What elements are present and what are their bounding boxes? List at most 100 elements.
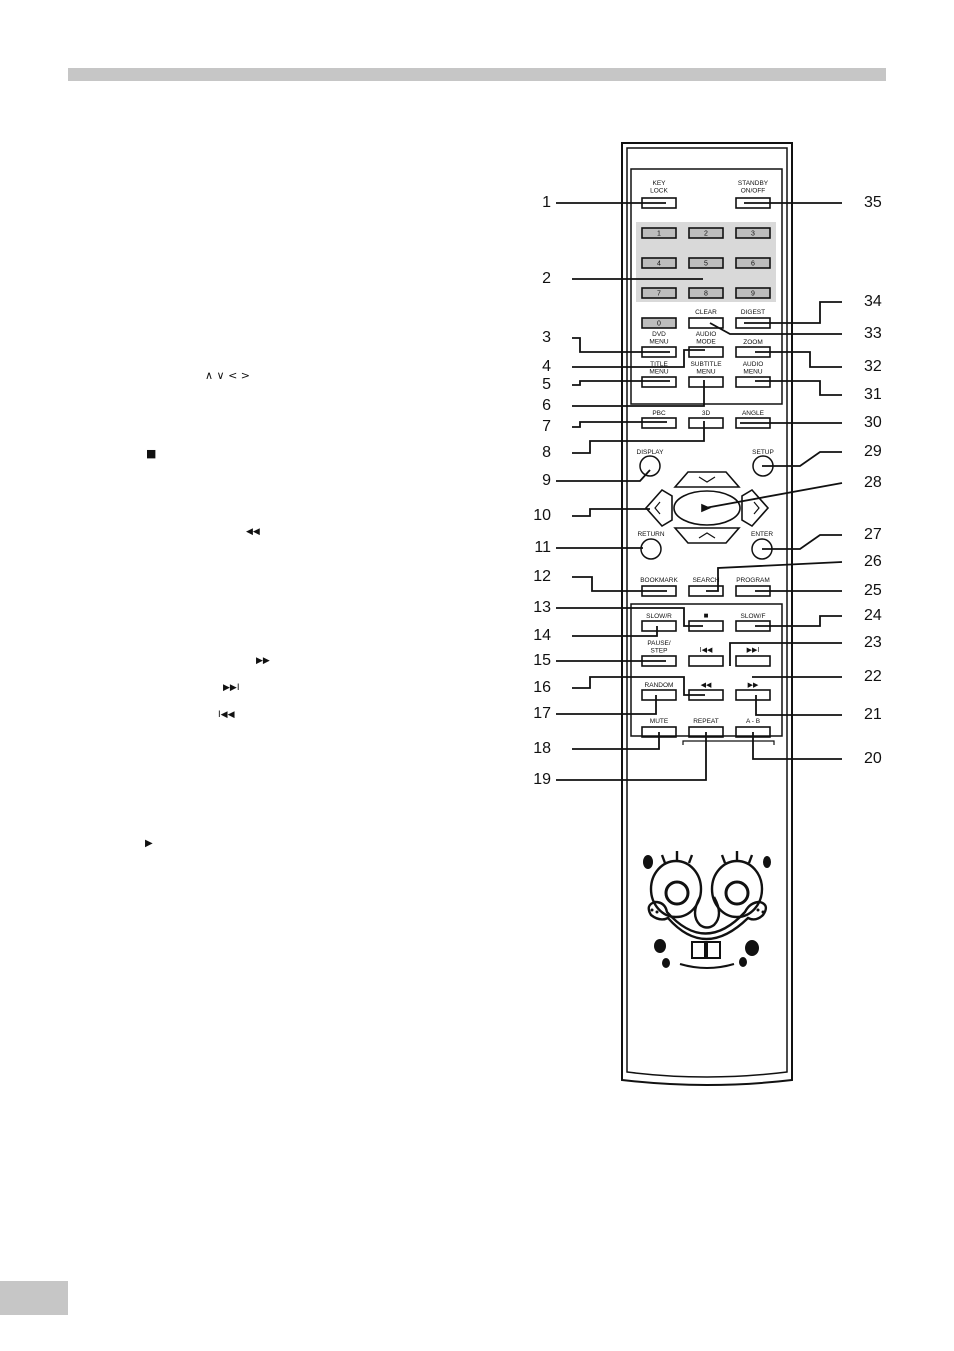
enter-label: ENTER (751, 531, 773, 538)
callout-7: 7 (542, 418, 551, 435)
next-chapter-glyph: ▶▶I (223, 683, 240, 693)
next-button[interactable] (735, 655, 771, 667)
callout-16: 16 (533, 679, 551, 696)
leader-line-24 (755, 380, 842, 396)
subtitle-menu-button[interactable] (688, 376, 724, 388)
callout-27: 27 (864, 526, 882, 543)
digit-9-button[interactable] (735, 287, 771, 299)
leader-line-16 (572, 676, 705, 696)
leader-line-4 (572, 349, 705, 368)
stop-glyph: ■ (146, 447, 157, 460)
leader-line-18 (572, 732, 660, 750)
search-button[interactable] (688, 585, 724, 597)
dvd-menu-label-2: MENU (649, 339, 668, 346)
leader-line-5 (572, 380, 670, 386)
callout-28: 28 (864, 474, 882, 491)
audio-menu-button[interactable] (735, 376, 771, 388)
leader-line-19 (556, 732, 707, 781)
audio-menu-label-2: MENU (743, 369, 762, 376)
rewind-label: ◀◀ (701, 682, 712, 689)
3d-label: 3D (702, 410, 711, 417)
program-label: PROGRAM (736, 577, 770, 584)
header-bar (68, 68, 886, 81)
callout-32: 32 (864, 358, 882, 375)
play-button (673, 490, 741, 526)
key-lock-label-2: LOCK (650, 188, 668, 195)
title-menu-button[interactable] (641, 376, 677, 388)
slow-r-label: SLOW/R (646, 613, 672, 620)
callout-26: 26 (864, 553, 882, 570)
3d-button[interactable] (688, 417, 724, 429)
callout-22: 22 (864, 668, 882, 685)
face-spots (643, 855, 771, 968)
digit-8-label: 8 (704, 291, 708, 298)
callout-29: 29 (864, 443, 882, 460)
callout-4: 4 (542, 358, 551, 375)
digit-4-button[interactable] (641, 257, 677, 269)
left-arrow-icon (654, 501, 661, 515)
callout-34: 34 (864, 293, 882, 310)
digit-3-label: 3 (751, 231, 755, 238)
fast-forward-button[interactable] (735, 689, 771, 701)
pause-step-label-1: PAUSE/ (647, 640, 671, 647)
pbc-button[interactable] (641, 417, 677, 429)
digit-5-button[interactable] (688, 257, 724, 269)
leader-line-3 (572, 337, 670, 353)
leader-line-35 (752, 732, 842, 760)
setup-label: SETUP (752, 449, 774, 456)
display-button (639, 455, 661, 477)
callout-3: 3 (542, 329, 551, 346)
cursor-arrows-glyphs: ∧ ∨ < > (205, 369, 251, 382)
digit-1-label: 1 (657, 231, 661, 238)
callout-8: 8 (542, 444, 551, 461)
callout-14: 14 (533, 627, 551, 644)
digit-7-button[interactable] (641, 287, 677, 299)
zoom-label: ZOOM (743, 339, 763, 346)
digit-9-label: 9 (751, 291, 755, 298)
clear-label: CLEAR (695, 309, 717, 316)
angle-label: ANGLE (742, 410, 765, 417)
top-panel-frame (630, 168, 783, 405)
a-b-label: A - B (746, 718, 760, 725)
callout-1: 1 (542, 194, 551, 211)
leader-line-22 (709, 322, 842, 335)
leader-line-32 (729, 642, 842, 666)
down-button (673, 527, 741, 544)
callout-25: 25 (864, 582, 882, 599)
callout-12: 12 (533, 568, 551, 585)
callout-5: 5 (542, 376, 551, 393)
digit-1-button[interactable] (641, 227, 677, 239)
down-arrow-icon (698, 532, 716, 539)
fast-forward-glyph: ▶▶ (256, 656, 270, 666)
callout-6: 6 (542, 397, 551, 414)
slow-r-button[interactable] (641, 620, 677, 632)
digit-2-button[interactable] (688, 227, 724, 239)
navigation-pad (644, 471, 770, 544)
digit-0-label: 0 (657, 321, 661, 328)
remote-body-inner (626, 147, 788, 1078)
digit-8-button[interactable] (688, 287, 724, 299)
title-menu-label-2: MENU (649, 369, 668, 376)
repeat-ab-bracket (682, 740, 775, 745)
slow-f-label: SLOW/F (741, 613, 766, 620)
leader-line-9 (556, 469, 651, 482)
callout-33: 33 (864, 325, 882, 342)
leader-line-27 (704, 482, 843, 509)
leader-line-17 (556, 695, 657, 715)
callout-23: 23 (864, 634, 882, 651)
next-label: ▶▶I (747, 647, 760, 654)
digit-0-button[interactable] (641, 317, 677, 329)
leader-line-13 (556, 607, 703, 627)
digit-3-button[interactable] (735, 227, 771, 239)
previous-label: I◀◀ (700, 647, 713, 654)
previous-button[interactable] (688, 655, 724, 667)
right-button (741, 488, 770, 528)
page-number-tab (0, 1281, 68, 1315)
random-button[interactable] (641, 689, 677, 701)
transport-panel-frame (630, 603, 783, 737)
clear-button[interactable] (688, 317, 724, 329)
leader-line-31 (755, 615, 842, 627)
up-button (673, 471, 741, 488)
audio-mode-button[interactable] (688, 346, 724, 358)
digit-6-button[interactable] (735, 257, 771, 269)
